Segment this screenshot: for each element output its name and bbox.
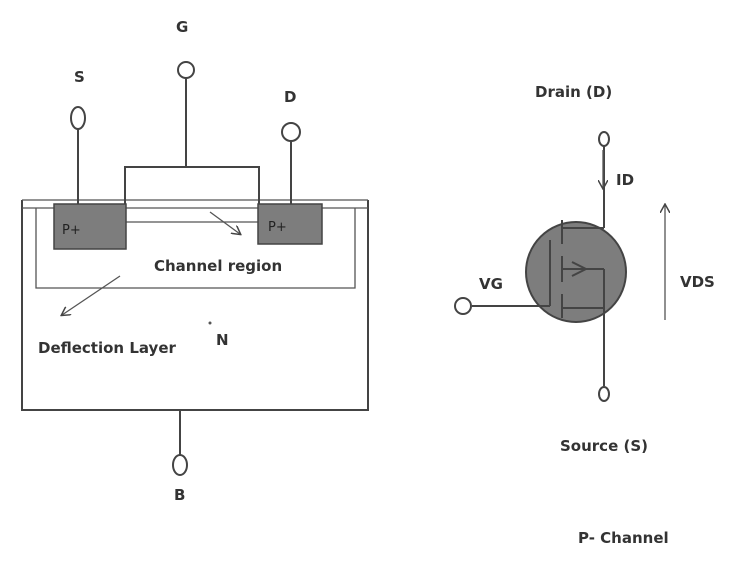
- drain-terminal-icon: [281, 122, 301, 142]
- substrate-dot: [208, 321, 212, 325]
- channel-arrow: [209, 211, 240, 234]
- depletion-arrow: [62, 275, 121, 315]
- body-terminal-icon: [172, 454, 188, 476]
- drain-p-region: [257, 203, 323, 245]
- vds-label: VDS: [680, 273, 715, 291]
- drain-terminal-label: D: [284, 88, 296, 106]
- depletion-layer-outline: [35, 208, 356, 289]
- body-terminal-label: B: [174, 486, 185, 504]
- source-terminal-icon: [598, 386, 610, 402]
- depletion-layer-label: Deflection Layer: [38, 339, 176, 357]
- channel-type-caption: P- Channel: [578, 529, 669, 547]
- source-terminal-label: S: [74, 68, 85, 86]
- channel-region-label: Channel region: [154, 257, 282, 275]
- drain-label: Drain (D): [535, 83, 612, 101]
- body-arrow-icon: [571, 261, 589, 277]
- gate-oxide-outline: [124, 166, 260, 204]
- substrate-body: [21, 200, 369, 411]
- gate-terminal-icon: [454, 297, 472, 315]
- source-terminal-icon: [70, 106, 86, 130]
- mosfet-symbol: Drain (D) ID VG Source (S) VDS P: [454, 83, 715, 547]
- substrate-type-label: N: [216, 331, 229, 349]
- gate-terminal-icon: [177, 61, 195, 79]
- gate-label: VG: [479, 275, 503, 293]
- source-p-region: [53, 203, 127, 250]
- drain-region-label: P+: [268, 220, 287, 235]
- source-region-label: P+: [62, 223, 81, 238]
- source-label: Source (S): [560, 437, 648, 455]
- drain-current-label: ID: [616, 171, 634, 189]
- gate-terminal-label: G: [176, 18, 188, 36]
- cross-section: P+ P+ G S D B Channel region Deflection …: [21, 18, 369, 504]
- drain-terminal-icon: [598, 131, 610, 147]
